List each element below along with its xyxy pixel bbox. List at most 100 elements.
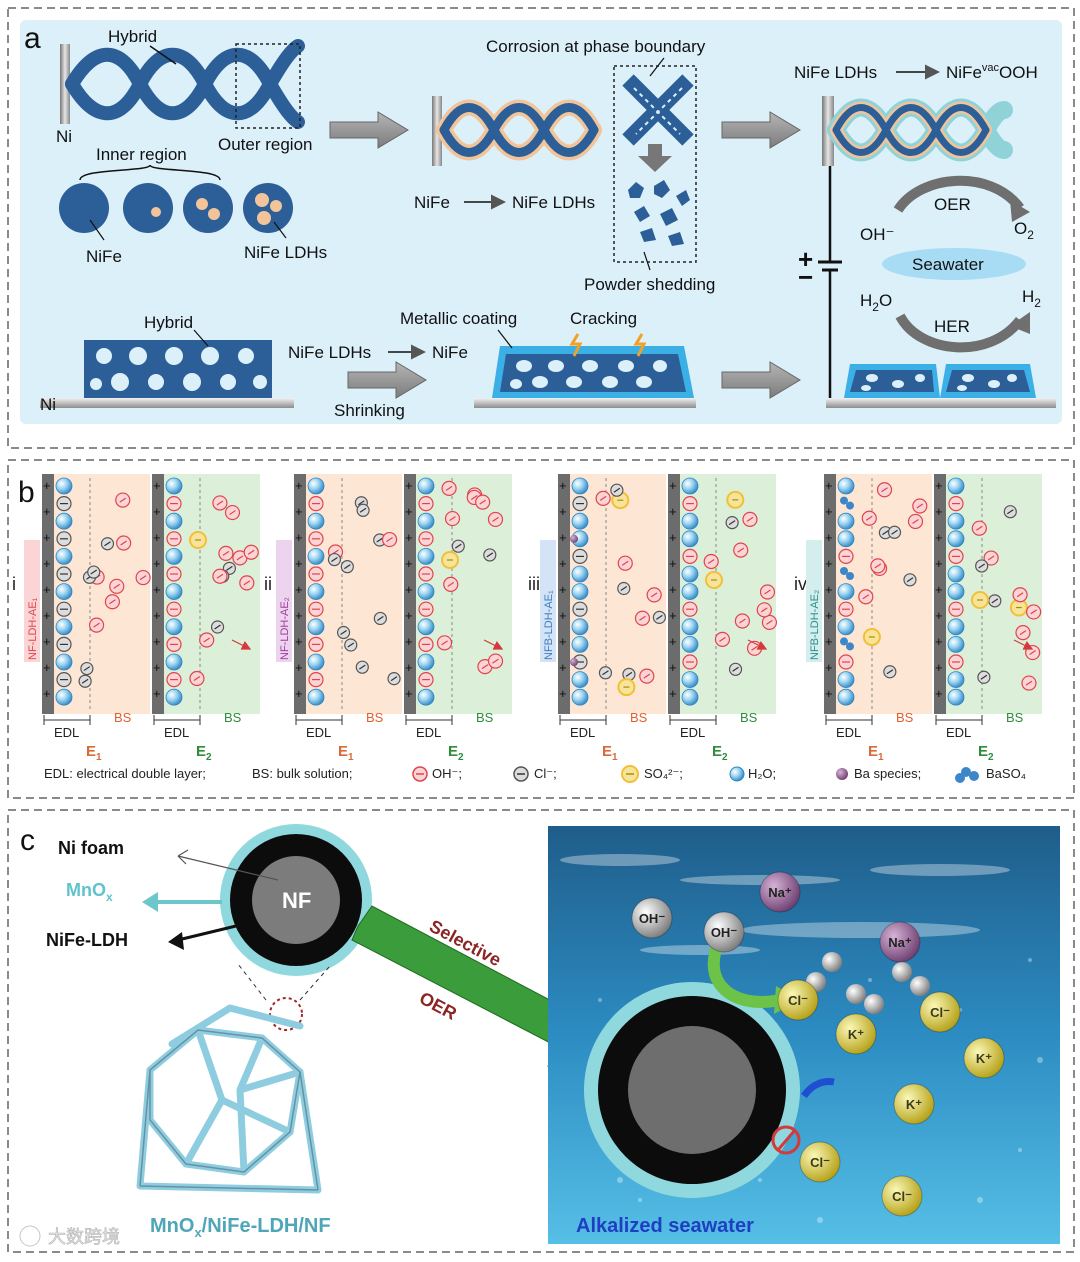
bulk-ion bbox=[341, 561, 353, 573]
panel-b: b iNF-LDH-AE₁+++++++++EDLBSE1+++++++++ED… bbox=[8, 460, 1074, 798]
water-molecule-c bbox=[822, 952, 842, 972]
surface-charge: + bbox=[669, 556, 677, 571]
bulk-ion bbox=[730, 663, 742, 675]
bulk-ion bbox=[212, 621, 224, 633]
bulk-ion bbox=[338, 626, 350, 638]
surface-charge: + bbox=[405, 660, 413, 675]
conv-right-main: NiFe bbox=[946, 63, 982, 82]
surface-charge: + bbox=[669, 660, 677, 675]
ldh-to-nife-right: NiFe bbox=[432, 343, 468, 362]
group-tag: NF-LDH-AE₁ bbox=[24, 540, 40, 662]
edl-label: EDL bbox=[54, 725, 79, 740]
oh-label: OH⁻ bbox=[860, 225, 894, 244]
bulk-ion bbox=[213, 569, 227, 583]
bulk-ion bbox=[640, 669, 654, 683]
ni-label-top: Ni bbox=[56, 127, 72, 146]
bulk-ion bbox=[383, 533, 397, 547]
water-molecule bbox=[166, 513, 182, 529]
o2-label: O bbox=[1014, 219, 1027, 238]
sulfate-ion bbox=[442, 552, 458, 568]
water-molecule bbox=[56, 584, 72, 600]
conv-left: NiFe LDHs bbox=[794, 63, 877, 82]
group-tag: NF-LDH-AE₂ bbox=[276, 540, 292, 662]
bulk-ion bbox=[611, 484, 623, 496]
water-molecule bbox=[948, 619, 964, 635]
bulk-ion bbox=[445, 512, 459, 526]
surface-charge: + bbox=[825, 530, 833, 545]
edl-label: EDL bbox=[680, 725, 705, 740]
bulk-ion bbox=[240, 576, 254, 590]
water-molecule bbox=[418, 619, 434, 635]
adsorbed-ion bbox=[57, 497, 71, 511]
water-molecule bbox=[948, 584, 964, 600]
surface-charge: + bbox=[43, 556, 51, 571]
surface-charge: + bbox=[559, 634, 567, 649]
water-molecule bbox=[682, 513, 698, 529]
water-molecule bbox=[572, 584, 588, 600]
bulk-ion bbox=[653, 611, 665, 623]
ion-sphere: Cl⁻ bbox=[800, 1142, 840, 1182]
water-molecule bbox=[418, 513, 434, 529]
group-tag: NFB-LDH-AE₁ bbox=[540, 540, 556, 662]
water-molecule bbox=[56, 513, 72, 529]
surface-charge: + bbox=[669, 608, 677, 623]
bulk-ion bbox=[976, 560, 988, 572]
water-molecule bbox=[572, 636, 588, 652]
surface-charge: + bbox=[405, 686, 413, 701]
surface-charge: + bbox=[825, 556, 833, 571]
surface-charge: + bbox=[295, 582, 303, 597]
caption-left-a: MnO bbox=[150, 1215, 194, 1237]
adsorbed-ion bbox=[167, 673, 181, 687]
ni-label-bottom: Ni bbox=[40, 395, 56, 414]
adsorbed-ion bbox=[573, 549, 587, 563]
adsorbed-ion bbox=[419, 637, 433, 651]
nife-ldhs-label: NiFe LDHs bbox=[244, 243, 327, 262]
edl-groups: iNF-LDH-AE₁+++++++++EDLBSE1+++++++++EDLB… bbox=[12, 474, 1042, 763]
water-molecule bbox=[572, 689, 588, 705]
group-tag-text: NF-LDH-AE₂ bbox=[279, 597, 291, 660]
surface-charge: + bbox=[935, 634, 943, 649]
bulk-ion bbox=[1013, 588, 1027, 602]
water-molecule bbox=[56, 689, 72, 705]
o2-sub: 2 bbox=[1027, 228, 1034, 242]
water-molecule bbox=[418, 478, 434, 494]
bulk-ion bbox=[734, 543, 748, 557]
water-molecule bbox=[838, 531, 854, 547]
water-molecule-c bbox=[846, 984, 866, 1004]
svg-text:MnOx: MnOx bbox=[66, 880, 113, 904]
adsorbed-ion bbox=[949, 549, 963, 563]
water-molecule bbox=[838, 619, 854, 635]
bulk-ion bbox=[374, 612, 386, 624]
nife-label: NiFe bbox=[86, 247, 122, 266]
adsorbed-ion bbox=[309, 602, 323, 616]
surface-charge: + bbox=[295, 686, 303, 701]
legend-cl: Cl⁻; bbox=[534, 766, 557, 781]
surface-charge: + bbox=[669, 686, 677, 701]
conv-right-sup: vac bbox=[982, 62, 1000, 74]
surface-charge: + bbox=[559, 660, 567, 675]
energy-label-e2: E2 bbox=[978, 743, 994, 763]
surface-charge: + bbox=[825, 686, 833, 701]
bulk-ion bbox=[110, 579, 124, 593]
bulk-ion bbox=[599, 667, 611, 679]
bulk-ion bbox=[647, 588, 661, 602]
surface-charge: + bbox=[43, 634, 51, 649]
surface-charge: + bbox=[405, 504, 413, 519]
bulk-ion bbox=[913, 499, 927, 513]
reaction-mid-left: NiFe bbox=[414, 193, 450, 212]
bulk-ion bbox=[444, 577, 458, 591]
surface-charge: + bbox=[405, 478, 413, 493]
surface-charge: + bbox=[295, 478, 303, 493]
surface-charge: + bbox=[825, 634, 833, 649]
surface-charge: + bbox=[153, 660, 161, 675]
bulk-ion bbox=[200, 633, 214, 647]
bulk-ion bbox=[762, 615, 776, 629]
surface-charge: + bbox=[559, 556, 567, 571]
adsorbed-ion bbox=[309, 532, 323, 546]
bulk-ion bbox=[908, 514, 922, 528]
h2o-tail: O bbox=[879, 291, 892, 310]
water-molecule bbox=[948, 636, 964, 652]
bs-label: BS bbox=[366, 710, 384, 725]
bulk-ion bbox=[101, 538, 113, 550]
bulk-ion bbox=[871, 559, 885, 573]
